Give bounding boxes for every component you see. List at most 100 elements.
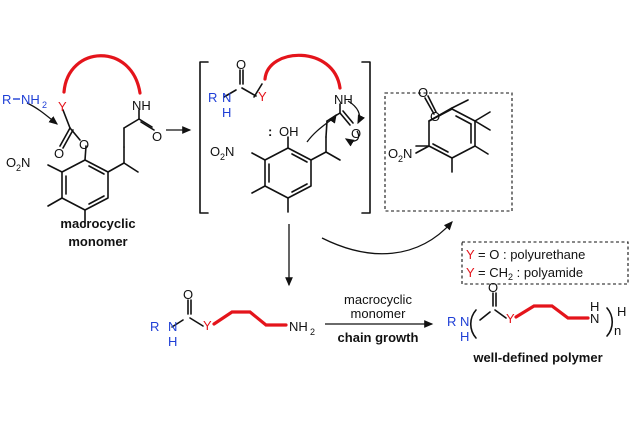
- amine-r-label: R: [2, 92, 11, 107]
- bond: [427, 95, 437, 113]
- chain-carbonyl-o-label: O: [183, 287, 193, 302]
- chain-red-segment: [212, 310, 288, 327]
- chain-n-label: N: [168, 319, 177, 334]
- bond: [223, 89, 237, 98]
- bond: [339, 112, 351, 126]
- bond: [251, 185, 266, 194]
- polymer-structure: [469, 292, 614, 339]
- lactone-box: [384, 92, 513, 212]
- int-amide-o-label: O: [351, 126, 361, 141]
- bond: [62, 129, 74, 149]
- int-carbonyl-o-label: O: [236, 57, 246, 72]
- bond: [47, 197, 63, 207]
- polymer-r-label: R: [447, 314, 456, 329]
- bond: [107, 162, 125, 173]
- arrow-label-below: chain growth: [338, 330, 419, 345]
- chain-h-label: H: [168, 334, 177, 349]
- left-bracket: [199, 61, 209, 214]
- chain-y-label: Y: [203, 318, 212, 333]
- nitro-o-label: O: [6, 155, 16, 170]
- curved-arrow-to-lactone: [321, 221, 453, 255]
- bond: [494, 309, 507, 319]
- polymer-left-paren: [469, 309, 477, 339]
- bond: [455, 115, 472, 125]
- bond: [69, 127, 81, 141]
- polymer-end-h-top: H: [590, 299, 599, 314]
- benzene-ring: [264, 147, 312, 199]
- bond: [310, 151, 327, 161]
- bond: [474, 120, 491, 131]
- amine-subscript: 2: [42, 100, 47, 110]
- bond: [479, 311, 491, 321]
- bond: [138, 118, 153, 128]
- bond: [171, 319, 184, 328]
- bond: [140, 121, 155, 131]
- nitro-n-label: N: [21, 155, 30, 170]
- amide-o-label: O: [152, 129, 162, 144]
- intermediate-structure: [199, 53, 371, 214]
- legend-box: [461, 241, 629, 285]
- bond: [123, 162, 139, 173]
- bond: [424, 97, 435, 115]
- polymer-red-segment: [514, 304, 590, 320]
- polymer-caption: well-defined polymer: [472, 350, 602, 365]
- int-y-label: Y: [258, 89, 267, 104]
- bond: [59, 127, 71, 147]
- bond: [415, 145, 430, 154]
- amine-nh-label: NH: [21, 92, 40, 107]
- legend-row-polyurethane: Y = O : polyurethane: [466, 247, 585, 262]
- chain-r-label: R: [150, 319, 159, 334]
- bond: [474, 145, 489, 155]
- bond: [88, 195, 105, 205]
- macrocycle-red-linker: [62, 54, 142, 95]
- polymer-n-subscript: n: [614, 323, 621, 338]
- polymer-end-n-label: N: [590, 311, 599, 326]
- lactone-ring-o-label: O: [430, 109, 440, 124]
- electron-push-arrow-2: [344, 130, 360, 147]
- int-n-label: N: [222, 90, 231, 105]
- bond: [84, 145, 87, 161]
- polymer-y-label: Y: [506, 311, 515, 326]
- macrocyclic-monomer-structure: [26, 54, 155, 227]
- monomer-caption-line1: macrocyclic: [60, 216, 135, 231]
- cyclization-arrow: [306, 113, 337, 143]
- bond: [451, 99, 469, 109]
- polymer-h-label: H: [460, 329, 469, 344]
- lactone-structure: [415, 95, 491, 173]
- electron-push-arrow-1: [347, 100, 365, 125]
- bond: [123, 118, 140, 129]
- chain-nh2-label: NH: [289, 319, 308, 334]
- intermediate-red-linker: [263, 53, 342, 90]
- int-r-label: R: [208, 90, 217, 105]
- nitro-subscript: 2: [16, 163, 21, 173]
- lactone-nitro-subscript: 2: [398, 154, 403, 164]
- bond: [62, 109, 71, 129]
- bond: [241, 87, 257, 97]
- nucleophilic-attack-arrow: [26, 102, 59, 125]
- polymer-end-h-label: H: [617, 304, 626, 319]
- arrow-label-line2: monomer: [351, 306, 407, 321]
- bond: [291, 153, 308, 163]
- bond: [88, 165, 105, 175]
- int-oh-label: OH: [279, 124, 299, 139]
- bond: [253, 83, 263, 98]
- legend-row-polyamide: Y = CH2 : polyamide: [466, 265, 583, 282]
- bond: [325, 151, 341, 161]
- polymer-right-paren: [606, 307, 614, 337]
- bond: [47, 164, 63, 173]
- int-nitro-o-label: O: [210, 144, 220, 159]
- lactone-nitro-o-label: O: [388, 146, 398, 161]
- carbonyl-o-label: O: [54, 146, 64, 161]
- bond: [291, 183, 308, 193]
- monomer-caption-line2: monomer: [68, 234, 127, 249]
- int-h-label: H: [222, 105, 231, 120]
- bond: [251, 152, 266, 161]
- ester-o-label: O: [79, 137, 89, 152]
- benzene-ring: [61, 159, 109, 211]
- chain-nh2-subscript: 2: [310, 327, 315, 337]
- polymer-carbonyl-o-label: O: [488, 280, 498, 295]
- int-lone-pair: :: [268, 124, 272, 139]
- bond: [342, 110, 354, 124]
- polymer-n-label: N: [460, 314, 469, 329]
